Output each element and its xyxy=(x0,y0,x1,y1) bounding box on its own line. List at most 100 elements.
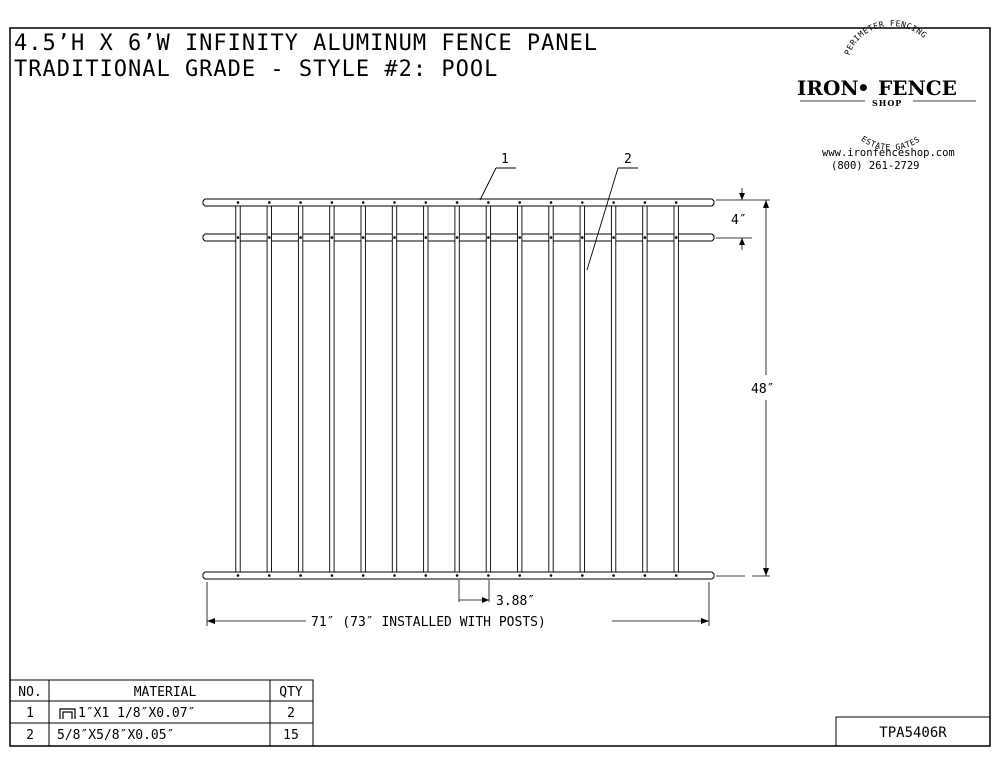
bom-frame xyxy=(9,679,314,747)
callout-1-label: 1 xyxy=(501,152,509,167)
dim-4-arrow-top xyxy=(739,193,745,200)
rail-rivet xyxy=(581,574,584,577)
company-phone: (800) 261-2729 xyxy=(831,160,920,172)
rail-rivet xyxy=(268,236,271,239)
rail-rivet xyxy=(455,574,459,577)
rail-rivet xyxy=(518,236,521,239)
picket xyxy=(297,205,304,573)
callout-2-leader xyxy=(586,167,619,271)
logo-shop-text: SHOP xyxy=(872,98,902,108)
rail-rivet xyxy=(330,201,334,204)
rail-rivet xyxy=(643,574,647,577)
dim-rail-gap-label: 4″ xyxy=(731,213,747,228)
dim-height-label: 48″ xyxy=(751,382,774,397)
rail-rivet xyxy=(424,574,428,577)
part-number-box: TPA5406R xyxy=(835,716,991,747)
bom-header-no: NO. xyxy=(18,685,41,700)
rail-rivet xyxy=(549,574,553,577)
dim-48-arrow-bottom xyxy=(763,568,769,576)
callout-2-label: 2 xyxy=(624,152,632,167)
title-line-1: 4.5’H X 6’W INFINITY ALUMINUM FENCE PANE… xyxy=(14,31,598,56)
picket xyxy=(235,205,241,573)
rail-rivet xyxy=(361,201,365,204)
rail-rivet xyxy=(236,574,240,577)
dim-4-arrow-bottom xyxy=(739,238,745,245)
sheet-border xyxy=(9,27,991,747)
bom-row-1-qty: 2 xyxy=(287,706,295,721)
bom-row-1-no: 1 xyxy=(26,706,34,721)
rail-rivet xyxy=(487,574,490,577)
rail-rivet xyxy=(674,574,678,577)
company-logo: PERIMETER FENCING IRON • FENCE SHOP ESTA… xyxy=(797,19,976,172)
picket xyxy=(517,205,523,573)
picket xyxy=(548,205,554,573)
bom-row-2-no: 2 xyxy=(26,728,34,743)
picket xyxy=(454,205,460,573)
rail-rivet xyxy=(361,236,365,239)
dim-388-arrow xyxy=(482,597,489,603)
logo-brand-dot: • xyxy=(857,76,870,100)
picket xyxy=(579,205,585,573)
picket xyxy=(423,205,429,573)
rail-rivet xyxy=(393,201,396,204)
title-line-2: TRADITIONAL GRADE - STYLE #2: POOL xyxy=(14,57,498,82)
rail-rivet xyxy=(299,574,302,577)
rail-rivet xyxy=(674,201,678,204)
top-rail xyxy=(202,198,715,207)
callouts: 1 2 xyxy=(479,152,638,271)
rail-rivet xyxy=(268,574,271,577)
picket xyxy=(610,205,617,573)
callout-1-leader xyxy=(479,167,497,201)
rail-rivet xyxy=(581,236,584,239)
dim-71-arrow-right xyxy=(701,618,709,624)
bom-row-2-material: 5/8″X5/8″X0.05″ xyxy=(57,728,174,743)
title-block: 4.5’H X 6’W INFINITY ALUMINUM FENCE PANE… xyxy=(14,31,598,82)
rail-rivet xyxy=(393,574,396,577)
rail-rivet xyxy=(487,236,490,239)
rail-rivet xyxy=(643,236,647,239)
rail-rivet xyxy=(236,236,240,239)
picket xyxy=(642,205,648,573)
rail-rivet xyxy=(674,236,678,239)
picket xyxy=(360,205,366,573)
rail-rivet xyxy=(612,201,615,204)
rail-rivet xyxy=(330,574,334,577)
rail-rivet xyxy=(424,201,428,204)
rail-rivet xyxy=(643,201,647,204)
rail-rivet xyxy=(330,236,334,239)
pickets-group xyxy=(235,201,679,577)
bom-header-qty: QTY xyxy=(279,685,303,700)
dim-71-arrow-left xyxy=(207,618,215,624)
logo-brand-right: FENCE xyxy=(878,76,957,100)
rail-rivet xyxy=(549,236,553,239)
rail-rivet xyxy=(236,201,240,204)
dim-48-arrow-top xyxy=(763,200,769,208)
rail-rivet xyxy=(268,201,271,204)
picket xyxy=(391,205,398,573)
fence-panel-drawing xyxy=(202,198,715,580)
rail-rivet xyxy=(393,236,396,239)
rail-rivet xyxy=(424,236,428,239)
rail-rivet xyxy=(455,236,459,239)
rail-rivet xyxy=(299,236,302,239)
dim-picket-spacing-label: 3.88″ xyxy=(496,594,535,609)
picket xyxy=(485,205,492,573)
rail-rivet xyxy=(518,201,521,204)
bom-row-1-material: 1″X1 1/8″X0.07″ xyxy=(78,706,195,721)
rail-rivet xyxy=(455,201,459,204)
rail-rivet xyxy=(487,201,490,204)
u-channel-icon xyxy=(59,708,76,719)
picket xyxy=(673,205,679,573)
rail-rivet xyxy=(581,201,584,204)
picket xyxy=(329,205,335,573)
rail-rivet xyxy=(518,574,521,577)
dimensions: 4″ 48″ 3.88″ 71″ (73″ INSTALLED WITH POS… xyxy=(206,188,774,630)
rail-rivet xyxy=(549,201,553,204)
logo-arc-top-text: PERIMETER FENCING xyxy=(843,19,929,56)
rail-rivet xyxy=(361,574,365,577)
bom-table: NO. MATERIAL QTY 1 1″X1 1/8″X0.07″ 2 2 5… xyxy=(9,679,314,747)
rail-rivet xyxy=(612,574,615,577)
rail-rivet xyxy=(612,236,615,239)
bom-header-material: MATERIAL xyxy=(134,685,197,700)
